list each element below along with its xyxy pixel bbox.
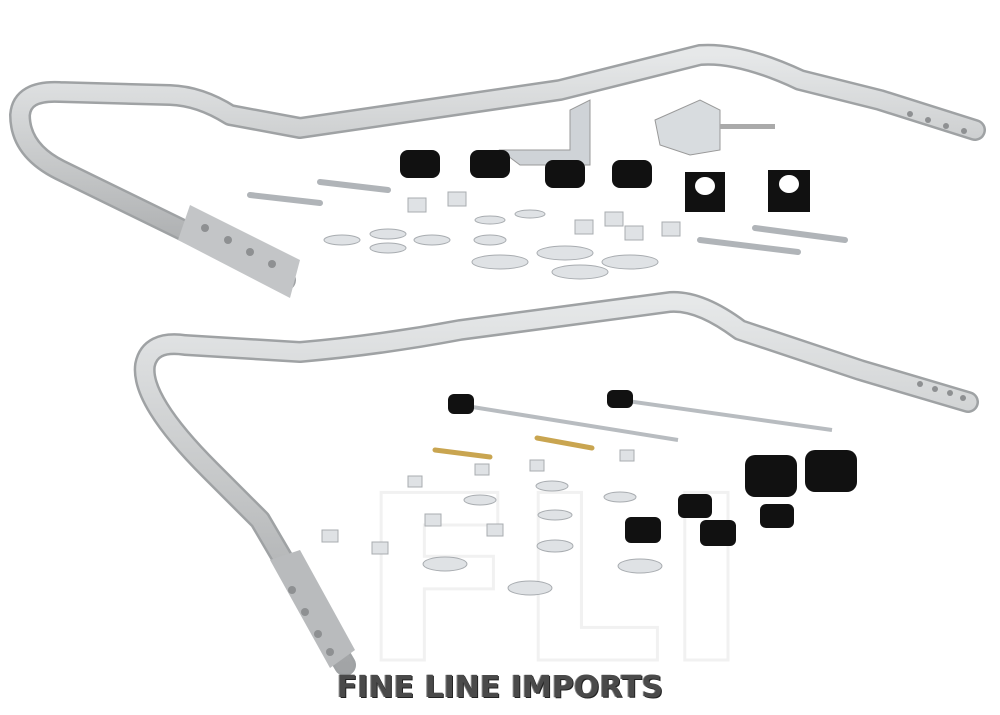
brand-watermark: FINE LINE IMPORTS — [336, 670, 664, 705]
front-hardware — [247, 99, 848, 280]
rear-sway-bar — [133, 290, 979, 676]
rear-hardware — [321, 390, 857, 596]
front-sway-bar — [9, 43, 986, 298]
